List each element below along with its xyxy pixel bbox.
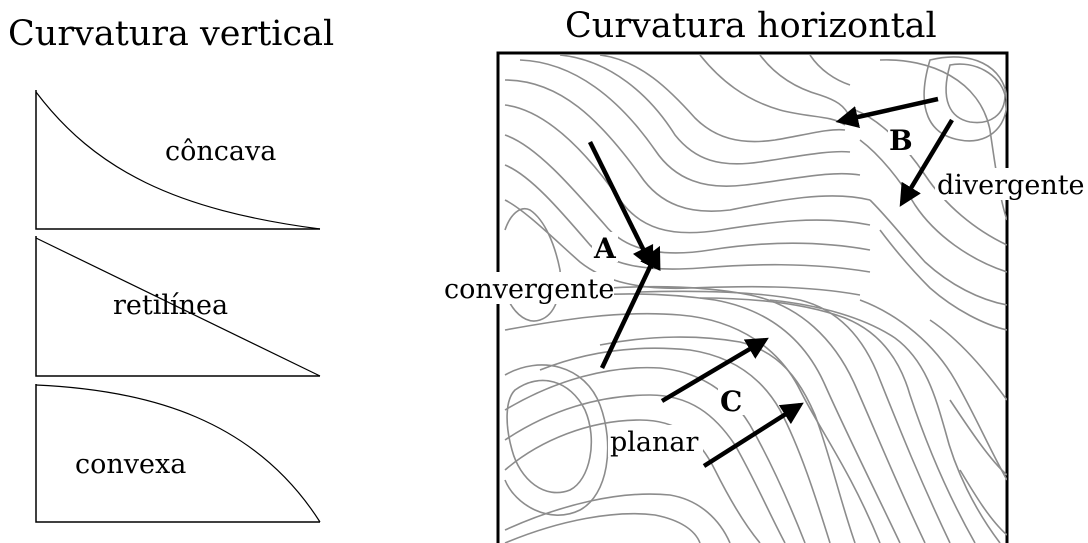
contour-lines <box>504 55 1007 543</box>
convex-panel-frame <box>35 384 320 523</box>
planar-label-backing <box>608 425 703 457</box>
contour-line <box>504 394 786 543</box>
point-b-label: B <box>889 124 913 157</box>
horizontal-curvature-title: Curvatura horizontal <box>565 6 937 46</box>
contour-line <box>869 199 1007 306</box>
contour-line <box>945 63 1006 124</box>
contour-line <box>519 59 861 188</box>
convergent-arrow-top <box>587 141 654 270</box>
contour-line <box>949 399 1007 476</box>
contour-line <box>699 297 976 543</box>
contour-line <box>504 104 871 234</box>
contour-line <box>579 285 926 543</box>
contour-line <box>639 290 951 543</box>
contour-line <box>504 364 609 516</box>
concave-profile-curve <box>35 91 321 230</box>
point-b-backing <box>888 125 914 155</box>
contour-line <box>504 366 806 543</box>
contour-line <box>559 55 851 165</box>
point-c-backing <box>718 385 746 415</box>
flow-arrows <box>587 96 954 468</box>
point-a-backing <box>592 232 618 262</box>
contour-line <box>929 319 1007 401</box>
contour-line <box>854 109 1007 246</box>
contour-line <box>959 469 1007 536</box>
contour-line <box>504 79 871 213</box>
divergent-arrow-down <box>899 118 954 207</box>
contour-line <box>504 208 562 322</box>
point-a-label: A <box>593 232 617 265</box>
contour-line <box>923 56 1007 142</box>
convergent-label: convergente <box>444 274 614 305</box>
rectilinear-panel-frame <box>35 236 320 377</box>
convex-profile-curve <box>35 384 321 523</box>
vertical-curvature-title: Curvatura vertical <box>8 14 335 54</box>
convergent-arrow-bottom <box>599 245 661 369</box>
planar-arrow-top <box>660 337 769 403</box>
concave-label: côncava <box>165 136 276 167</box>
divergent-label-backing <box>935 168 1088 200</box>
contour-line <box>599 336 856 543</box>
convex-panel: convexa <box>35 384 321 523</box>
contour-line <box>506 379 593 494</box>
contour-line <box>599 55 846 143</box>
contour-line <box>699 55 846 126</box>
rectilinear-profile-line <box>35 237 321 377</box>
rectilinear-panel: retilínea <box>35 236 321 377</box>
point-c-label: C <box>720 385 742 418</box>
contour-line <box>769 299 1001 543</box>
divergent-label: divergente <box>937 170 1085 201</box>
planar-arrow-bottom <box>702 402 804 468</box>
convex-label: convexa <box>75 449 186 480</box>
planar-label: planar <box>610 427 699 458</box>
contour-line <box>859 299 1007 481</box>
divergent-arrow-left <box>835 96 939 129</box>
rectilinear-label: retilínea <box>113 290 228 321</box>
contour-line <box>539 293 901 543</box>
contour-line <box>504 493 731 543</box>
contour-line <box>879 229 1007 331</box>
convergent-label-backing <box>444 272 614 304</box>
concave-panel-frame <box>35 90 320 230</box>
concave-panel: côncava <box>35 90 321 230</box>
contour-line <box>504 512 701 543</box>
contour-line <box>809 55 851 86</box>
